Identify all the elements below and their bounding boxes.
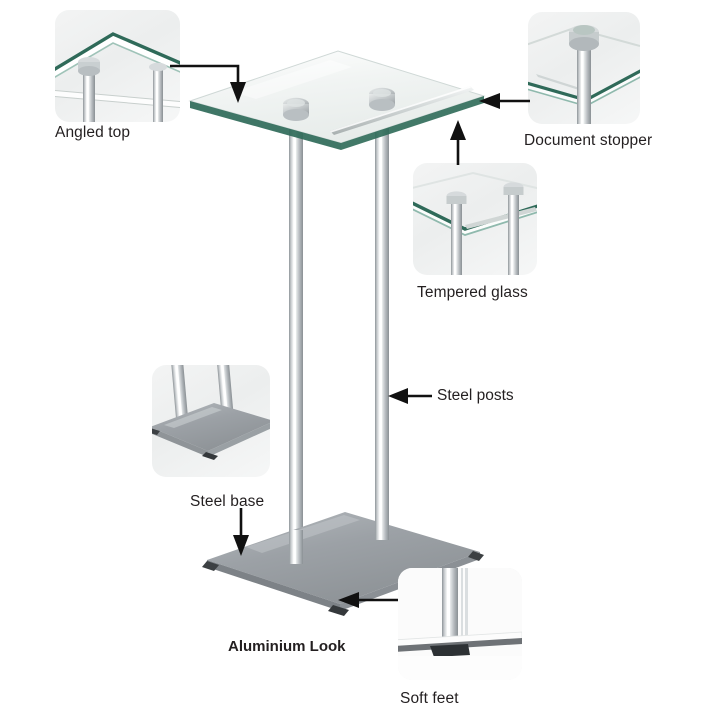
steel-post-front <box>375 86 389 538</box>
arrow-head-tempered-glass <box>450 120 466 140</box>
arrow-head-steel-posts <box>388 388 408 404</box>
steel-post-base-joins <box>289 512 389 564</box>
callout-box-document-stopper <box>528 12 640 124</box>
post-cap-left <box>283 97 309 121</box>
steel-post-back <box>289 96 303 562</box>
callout-box-tempered-glass <box>413 163 537 275</box>
callout-label-soft-feet: Soft feet <box>400 690 459 707</box>
post-cap-right <box>369 87 395 111</box>
callout-box-angled-top <box>55 10 180 122</box>
arrow-head-angled-top <box>230 82 246 103</box>
angled-top-detail-art <box>55 32 180 122</box>
callout-label-document-stopper: Document stopper <box>524 132 653 149</box>
steel-base-detail-art <box>152 365 270 460</box>
arrow-line-angled-top <box>170 64 240 84</box>
callout-box-steel-base <box>152 365 270 477</box>
arrow-head-soft-feet <box>338 592 359 608</box>
callout-box-soft-feet <box>398 568 522 680</box>
tempered-glass-top <box>188 50 486 150</box>
document-stopper-detail-art <box>528 25 640 124</box>
soft-feet <box>202 551 484 616</box>
document-stopper-bar <box>330 86 474 135</box>
arrow-head-document-stopper <box>479 93 500 109</box>
callout-label-tempered-glass: Tempered glass <box>417 284 528 301</box>
callout-label-steel-base: Steel base <box>190 493 265 510</box>
label-aluminium-look: Aluminium Look <box>228 638 346 655</box>
arrow-head-steel-base <box>233 535 249 556</box>
tempered-glass-detail-art <box>413 171 537 275</box>
callout-label-angled-top: Angled top <box>55 124 131 141</box>
label-steel-posts: Steel posts <box>437 387 514 404</box>
soft-feet-detail-art <box>398 568 522 680</box>
